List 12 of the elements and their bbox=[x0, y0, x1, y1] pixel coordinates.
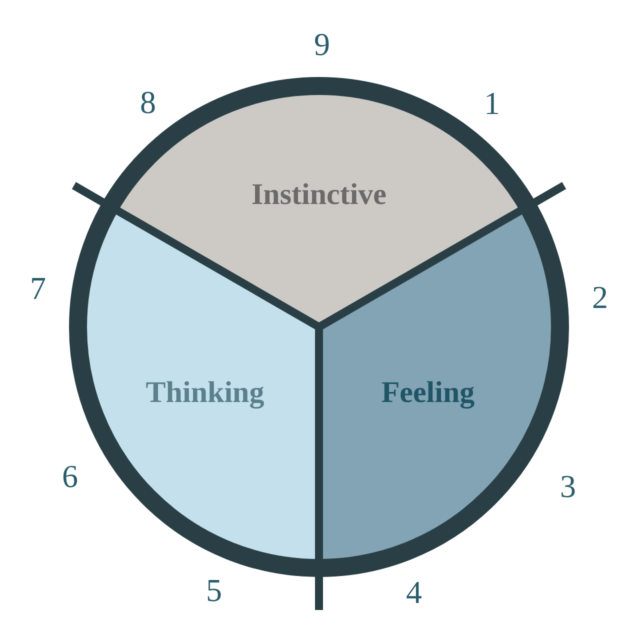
sector-label: Feeling bbox=[381, 376, 475, 410]
position-number: 6 bbox=[62, 460, 78, 492]
position-number: 9 bbox=[314, 28, 330, 60]
sector-label: Instinctive bbox=[252, 178, 386, 212]
position-number: 1 bbox=[484, 87, 500, 119]
position-number: 8 bbox=[140, 86, 156, 118]
position-number: 5 bbox=[206, 574, 222, 606]
position-number: 2 bbox=[592, 281, 608, 313]
position-number: 4 bbox=[406, 576, 422, 608]
sector-label: Thinking bbox=[146, 376, 264, 410]
position-number: 7 bbox=[30, 272, 46, 304]
position-number: 3 bbox=[560, 470, 576, 502]
